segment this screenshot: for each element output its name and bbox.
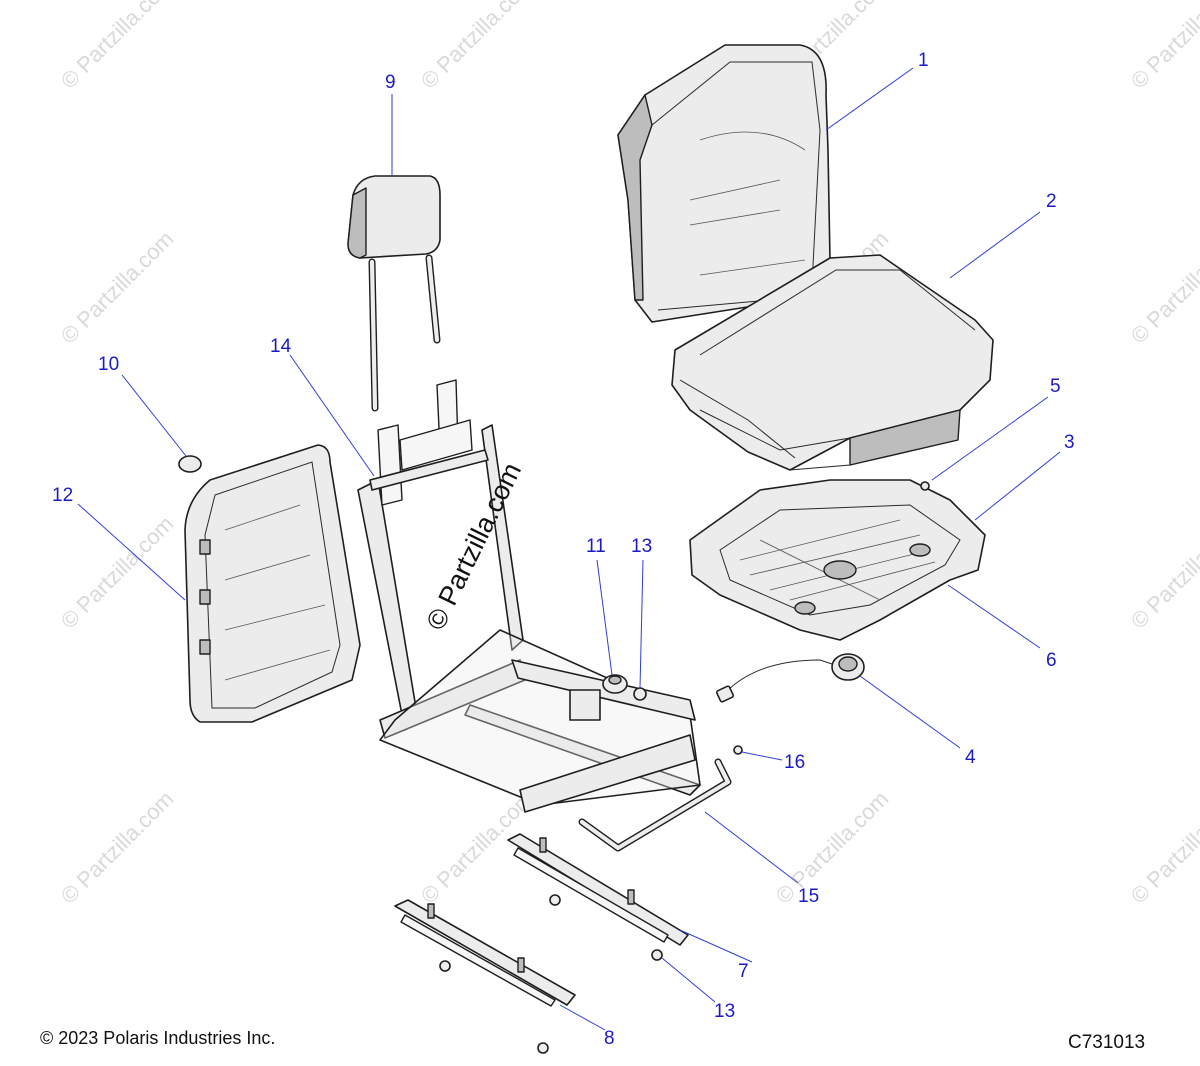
callout-10: 10 <box>98 354 119 375</box>
leader-11 <box>596 559 613 676</box>
watermark: © Partzilla.com <box>1126 0 1200 94</box>
part-10-plug <box>178 455 202 473</box>
callout-5: 5 <box>1050 376 1061 397</box>
leader-16 <box>741 751 783 761</box>
watermark: © Partzilla.com <box>56 0 179 94</box>
watermark: © Partzilla.com <box>1126 511 1200 634</box>
leader-10 <box>121 374 187 457</box>
leader-13b <box>661 957 716 1003</box>
part-2-seat-bottom-cushion <box>671 254 994 471</box>
copyright-notice: © 2023 Polaris Industries Inc. <box>40 1028 276 1048</box>
leader-3 <box>974 451 1061 521</box>
watermark: © Partzilla.com <box>56 786 179 909</box>
callout-numbers: 1 2 3 4 5 6 7 8 9 10 11 12 13 13 14 15 1… <box>52 50 1075 1049</box>
leader-15 <box>704 811 799 884</box>
leader-1 <box>825 67 914 131</box>
callout-2: 2 <box>1046 191 1057 212</box>
part-5-screw <box>920 481 930 491</box>
leader-13a <box>639 559 644 689</box>
callout-6: 6 <box>1046 650 1057 671</box>
part-3-seat-base-pan <box>689 479 986 641</box>
leader-8 <box>559 1004 606 1031</box>
part-14-seat-frame <box>357 379 701 813</box>
callout-9: 9 <box>385 72 396 93</box>
callout-11: 11 <box>586 536 606 557</box>
callout-8: 8 <box>604 1028 615 1049</box>
leader-4 <box>859 675 961 749</box>
part-12-seat-back-panel <box>184 444 361 723</box>
callout-13: 13 <box>714 1001 735 1022</box>
part-16-screw <box>733 745 743 755</box>
leader-2 <box>949 211 1041 279</box>
leader-12 <box>77 503 186 601</box>
figure-code: C731013 <box>1068 1032 1146 1053</box>
callout-13: 13 <box>631 536 652 557</box>
watermark: © Partzilla.com <box>771 786 894 909</box>
callout-4: 4 <box>965 747 976 768</box>
callout-14: 14 <box>270 336 292 357</box>
leader-lines <box>77 67 1061 1031</box>
leader-5 <box>931 396 1049 481</box>
part-13-nuts <box>439 687 663 1054</box>
part-1-seat-back-cushion <box>617 44 831 323</box>
watermark: © Partzilla.com <box>416 0 539 94</box>
part-9-headrest <box>347 175 441 412</box>
leader-6 <box>947 584 1041 649</box>
callout-15: 15 <box>798 886 819 907</box>
part-15-release-handle <box>578 758 732 852</box>
part-8-slider-rail <box>394 899 576 1007</box>
part-4-seat-sensor-harness <box>715 653 865 703</box>
leader-7 <box>679 929 753 963</box>
watermark: © Partzilla.com <box>1126 226 1200 349</box>
callout-1: 1 <box>918 50 929 71</box>
callout-12: 12 <box>52 485 73 506</box>
callout-3: 3 <box>1064 432 1075 453</box>
callout-7: 7 <box>738 961 749 982</box>
watermark: © Partzilla.com <box>56 226 179 349</box>
part-7-slider-rail <box>507 833 689 946</box>
part-11-nut <box>602 674 628 694</box>
watermark: © Partzilla.com <box>56 511 179 634</box>
watermark: © Partzilla.com <box>1126 786 1200 909</box>
callout-16: 16 <box>784 752 805 773</box>
leader-14 <box>289 354 375 477</box>
